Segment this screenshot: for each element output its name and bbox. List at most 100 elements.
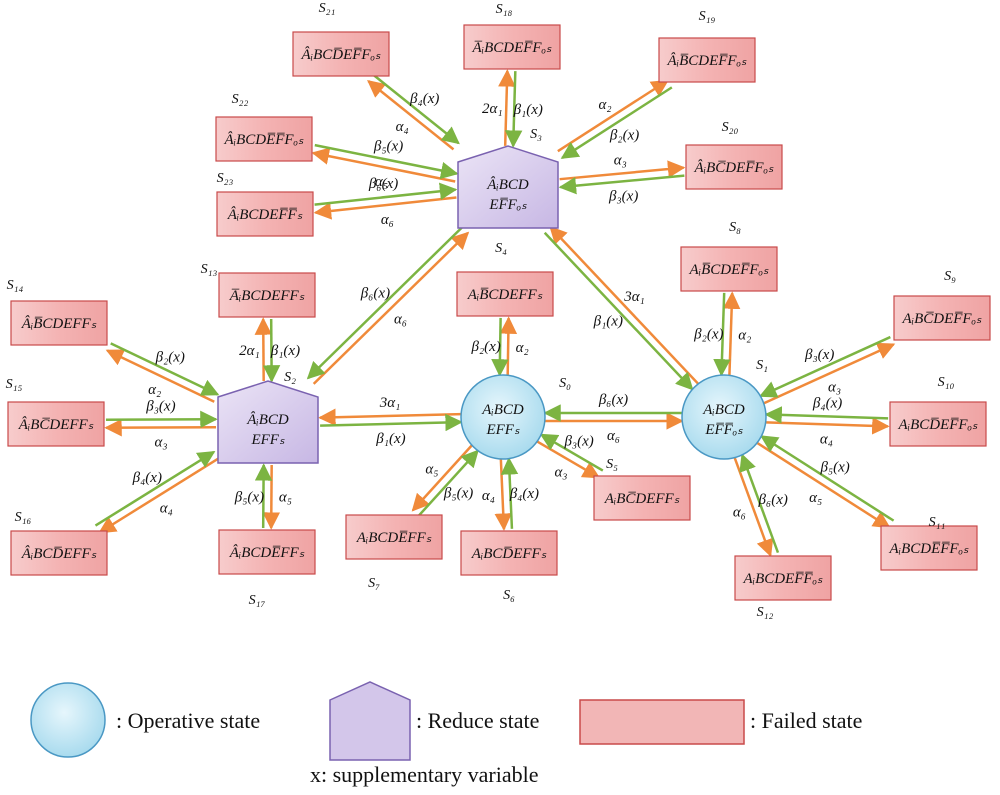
state-s6-id-label: S₆ — [503, 588, 515, 603]
transition-S21-S3-arrow — [372, 73, 460, 145]
transition-S12-S1-label: β₆(x) — [758, 492, 788, 508]
transition-S3-S20-arrow — [559, 160, 686, 181]
state-s9-id-label: S₉ — [944, 269, 956, 284]
transition-S0-S1-label: α₆ — [607, 428, 620, 444]
transition-S8-S1-label: β₂(x) — [693, 326, 723, 342]
transition-arrows — [94, 69, 896, 558]
legend-failed-label: : Failed state — [750, 708, 862, 733]
state-s15: ÂᵢBC̅DEFFₛ S₁₅ — [6, 377, 105, 447]
state-s11-id-label: S₁₁ — [929, 515, 946, 530]
state-s23-id-label: S₂₃ — [217, 171, 234, 186]
transition-S0-S4-arrow — [499, 316, 518, 376]
state-s3-text-1: ÂᵢBCD — [486, 176, 529, 193]
transition-S9-S1-arrow — [758, 335, 891, 398]
transition-S15-S2-arrow — [105, 410, 218, 429]
state-s5-text-1: AᵢBC̅DEFFₛ — [604, 491, 680, 507]
state-s0-text-2: EFFₛ — [485, 422, 519, 438]
state-s3-id-label: S₃ — [530, 127, 542, 142]
transition-S9-S1-label: β₃(x) — [804, 347, 834, 363]
legend-note: x: supplementary variable — [310, 762, 538, 787]
state-s1-text-1: AᵢBCD — [702, 402, 745, 418]
state-s10: AᵢBCD̅EF̅Fₒₛ S₁₀ — [889, 375, 987, 447]
transition-S2-S15-label: α₃ — [155, 435, 168, 451]
transition-S4-S0-arrow — [491, 317, 509, 377]
state-s16: ÂᵢBCD̅EFFₛ S₁₆ — [10, 510, 108, 576]
transition-S3-S21-arrow — [367, 80, 455, 151]
transition-S0-S2-arrow — [318, 408, 461, 427]
legend-reduce-label: : Reduce state — [416, 708, 539, 733]
transition-S2-S0-arrow — [320, 413, 463, 432]
transition-S17-S2-label: β₅(x) — [234, 489, 264, 505]
state-s21-id-label: S₂₁ — [319, 1, 336, 16]
transition-S4-S0-label: β₂(x) — [470, 339, 500, 355]
state-s16-text-1: ÂᵢBCD̅EFFₛ — [21, 545, 97, 562]
transition-S13-S2-label: β₁(x) — [270, 343, 300, 359]
transition-S12-S1-arrow — [739, 453, 780, 554]
state-s13: A̅ᵢBCDEFFₛ S₁₃ — [201, 262, 316, 318]
transition-S10-S1-label: β₄(x) — [812, 395, 842, 411]
state-s10-id-label: S₁₀ — [938, 375, 955, 390]
transition-S6-S0-arrow — [500, 457, 519, 529]
transition-S15-S2-label: β₃(x) — [145, 399, 175, 415]
transition-S3-S2-arrow — [306, 226, 464, 380]
transition-S0-S5-label: α₃ — [554, 465, 567, 481]
legend-reduce-swatch — [329, 681, 411, 761]
state-s22-text-1: ÂᵢBCDE̅F̅Fₒₛ — [224, 131, 304, 148]
state-s21: ÂᵢBCD̅EF̅Fₒₛ S₂₁ — [292, 1, 390, 77]
state-s15-id-label: S₁₅ — [6, 377, 23, 392]
legend-operative-label: : Operative state — [116, 708, 260, 733]
transition-S22-S3-label: β₅(x) — [373, 139, 403, 155]
transition-S7-S0-arrow — [417, 449, 479, 517]
transition-S23-S3-label: β₆(x) — [368, 176, 398, 192]
legend: : Operative state : Reduce state : Faile… — [30, 681, 862, 787]
transition-S1-S3-label: 3α₁ — [623, 289, 645, 305]
transition-S3-S1-label: β₁(x) — [593, 314, 623, 330]
transition-S2-S3-label: α₆ — [394, 311, 407, 327]
state-s8-text-1: AᵢB̅CDEF̅Fₒₛ — [689, 262, 769, 278]
transition-S3-S19-arrow — [557, 79, 669, 153]
transition-S1-S8-label: α₂ — [738, 328, 751, 344]
transition-S1-S11-label: α₅ — [809, 490, 822, 506]
state-s2-text-1: ÂᵢBCD — [246, 411, 289, 428]
state-s16-id-label: S₁₆ — [15, 510, 32, 525]
transition-S16-S2-arrow — [94, 450, 216, 527]
state-s21-text-1: ÂᵢBCD̅EF̅Fₒₛ — [301, 46, 381, 63]
state-nodes: AᵢBCDEFFₛS₀AᵢBCDEF̅F̅ₒₛS₁ÂᵢBCDEFFₛS₂ÂᵢBC… — [6, 1, 991, 620]
state-s11-text-1: AᵢBCDE̅F̅Fₒₛ — [889, 541, 969, 557]
transition-S8-S1-arrow — [713, 292, 731, 377]
legend-failed-swatch — [579, 699, 745, 745]
transition-S7-S0-label: β₅(x) — [443, 486, 473, 502]
state-s0-text-1: AᵢBCD — [481, 402, 524, 418]
state-s2-text-2: EFFₛ — [250, 432, 284, 448]
transition-S14-S2-arrow — [110, 342, 220, 396]
transition-S5-S0-label: β₃(x) — [563, 434, 593, 450]
transition-S2-S14-label: α₂ — [148, 382, 161, 398]
transition-S0-S6-arrow — [494, 459, 512, 531]
state-s15-text-1: ÂᵢBC̅DEFFₛ — [18, 416, 94, 433]
state-s7-id-label: S₇ — [368, 576, 380, 591]
transition-S2-S0-label: β₁(x) — [375, 431, 405, 447]
transition-S3-S23-arrow — [313, 196, 457, 220]
legend-operative-swatch — [30, 682, 106, 758]
state-s10-text-1: AᵢBCD̅EF̅Fₒₛ — [898, 417, 978, 433]
transition-S2-S16-arrow — [98, 457, 219, 534]
state-s6-text-1: AᵢBCD̅EFFₛ — [471, 546, 547, 562]
transition-S5-S0-arrow — [539, 433, 604, 472]
state-s13-id-label: S₁₃ — [201, 262, 218, 277]
transition-S0-S2-label: 3α₁ — [379, 395, 401, 411]
transition-S3-S18-arrow — [498, 69, 516, 146]
state-s13-text-1: A̅ᵢBCDEFFₛ — [229, 288, 305, 304]
state-s4-id-label: S₄ — [495, 241, 507, 256]
transition-S1-S10-label: α₄ — [820, 431, 833, 447]
state-s18-id-label: S₁₈ — [496, 2, 513, 17]
